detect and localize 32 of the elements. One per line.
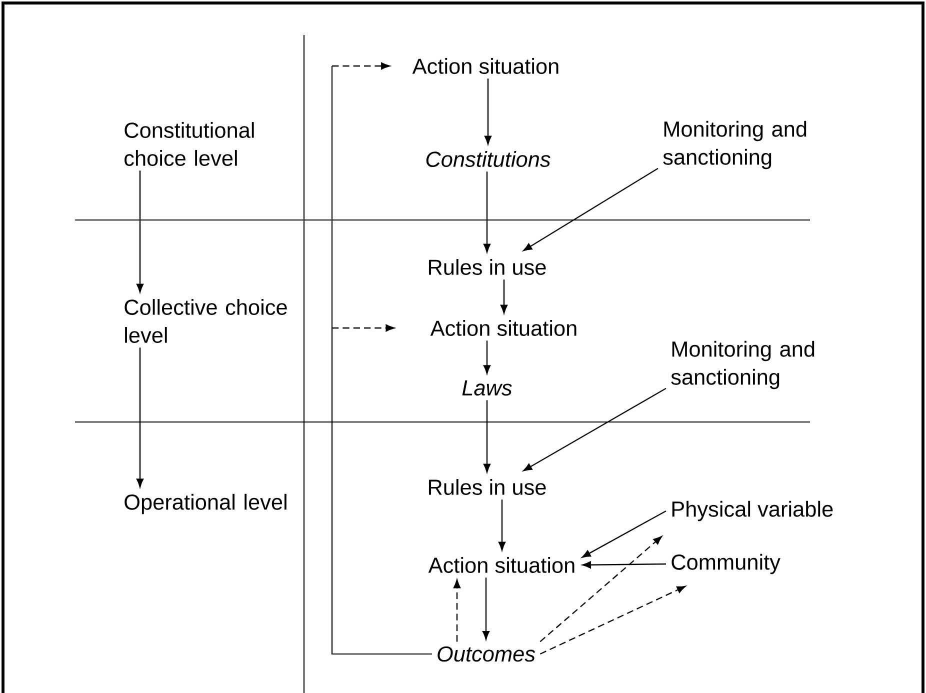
factor-label: Physical variable bbox=[672, 500, 833, 522]
level-label: Constitutional choice level bbox=[124, 122, 254, 166]
arrow bbox=[453, 579, 461, 642]
process-label: Rules in use bbox=[428, 259, 546, 275]
process-label: Rules in use bbox=[428, 479, 546, 495]
arrow bbox=[482, 578, 490, 640]
outcome-label: Laws bbox=[462, 380, 512, 396]
arrow bbox=[498, 500, 506, 551]
arrow bbox=[540, 586, 686, 655]
arrow bbox=[483, 340, 491, 374]
factor-label: Monitoring and sanctioning bbox=[663, 120, 806, 170]
arrow bbox=[483, 400, 491, 473]
arrow bbox=[136, 348, 144, 488]
arrow bbox=[540, 536, 662, 642]
arrow bbox=[483, 172, 491, 253]
level-label: Collective choice level bbox=[124, 299, 287, 343]
outcome-label: Constitutions bbox=[426, 151, 550, 167]
factor-label: Community bbox=[672, 554, 780, 574]
arrow bbox=[582, 561, 666, 568]
arrow bbox=[582, 510, 666, 558]
arrow bbox=[500, 280, 508, 314]
arrow bbox=[523, 168, 658, 252]
process-label: Action situation bbox=[430, 320, 576, 336]
arrow bbox=[523, 388, 666, 472]
arrow bbox=[136, 170, 144, 293]
level-label: Operational level bbox=[124, 494, 286, 514]
process-label: Action situation bbox=[412, 58, 558, 74]
feedback-arrow bbox=[331, 324, 432, 655]
outcome-label: Outcomes bbox=[438, 646, 536, 662]
process-label: Action situation bbox=[428, 557, 574, 573]
factor-label: Monitoring and sanctioning bbox=[671, 340, 814, 390]
arrow bbox=[484, 78, 492, 145]
